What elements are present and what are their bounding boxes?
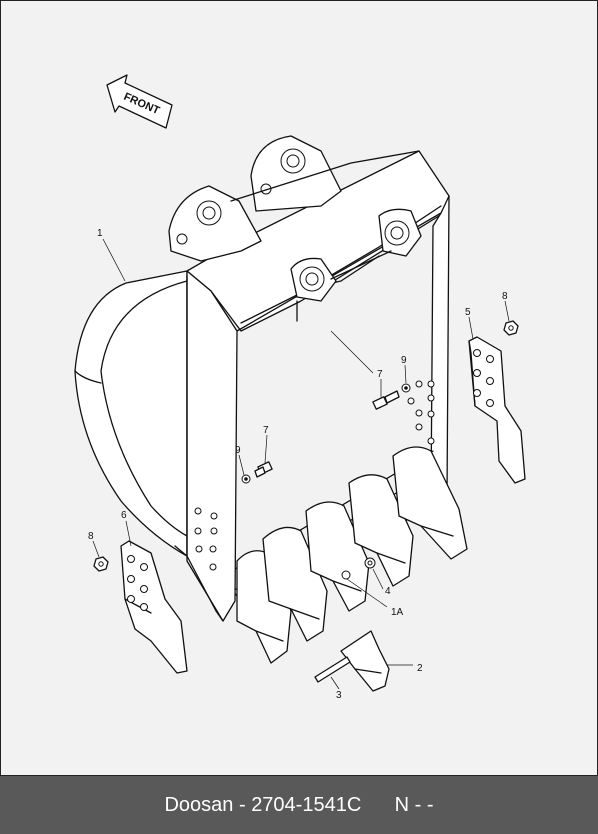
bolt-left bbox=[254, 461, 273, 478]
callout-7-right: 7 bbox=[377, 369, 383, 380]
callout-8-left: 8 bbox=[88, 531, 94, 542]
callout-labels: 1 1A 2 3 4 5 6 7 7 8 8 9 9 bbox=[88, 228, 508, 701]
bucket-teeth bbox=[236, 446, 468, 664]
washer-left bbox=[241, 474, 251, 484]
callout-5: 5 bbox=[465, 307, 471, 318]
callout-6: 6 bbox=[121, 510, 127, 521]
callout-9-left: 9 bbox=[235, 445, 241, 456]
brand-name: Doosan bbox=[164, 793, 234, 816]
bucket-exploded-diagram: FRONT bbox=[74, 74, 526, 701]
nut-left bbox=[93, 556, 109, 572]
callout-1a: 1A bbox=[391, 607, 404, 618]
side-cutter-right bbox=[468, 336, 526, 484]
leader-lines bbox=[92, 238, 510, 690]
washer-right bbox=[401, 383, 411, 393]
nut-right bbox=[503, 320, 519, 336]
tooth-pin bbox=[314, 656, 351, 683]
callout-7-left: 7 bbox=[263, 425, 269, 436]
callout-1: 1 bbox=[97, 228, 103, 239]
footer-separator: - bbox=[233, 793, 252, 816]
front-arrow-icon: FRONT bbox=[106, 74, 173, 129]
linkage-brackets bbox=[168, 135, 422, 302]
side-cutter-left bbox=[120, 540, 188, 674]
diagram-frame: FRONT bbox=[0, 0, 598, 776]
callout-8-right: 8 bbox=[502, 291, 508, 302]
callout-2: 2 bbox=[417, 663, 423, 674]
lock-washer bbox=[364, 557, 376, 569]
part-number: 2704-1541C bbox=[251, 793, 362, 816]
bolt-right bbox=[372, 390, 400, 410]
loose-tooth bbox=[340, 630, 390, 692]
footer-gap bbox=[361, 794, 394, 817]
callout-9-right: 9 bbox=[401, 355, 407, 366]
callout-4: 4 bbox=[385, 586, 391, 597]
part-footer: Doosan - 2704-1541C N - - bbox=[0, 776, 598, 834]
retainer-pin bbox=[341, 570, 351, 580]
status-code: N - - bbox=[394, 793, 434, 816]
callout-3: 3 bbox=[336, 690, 342, 701]
